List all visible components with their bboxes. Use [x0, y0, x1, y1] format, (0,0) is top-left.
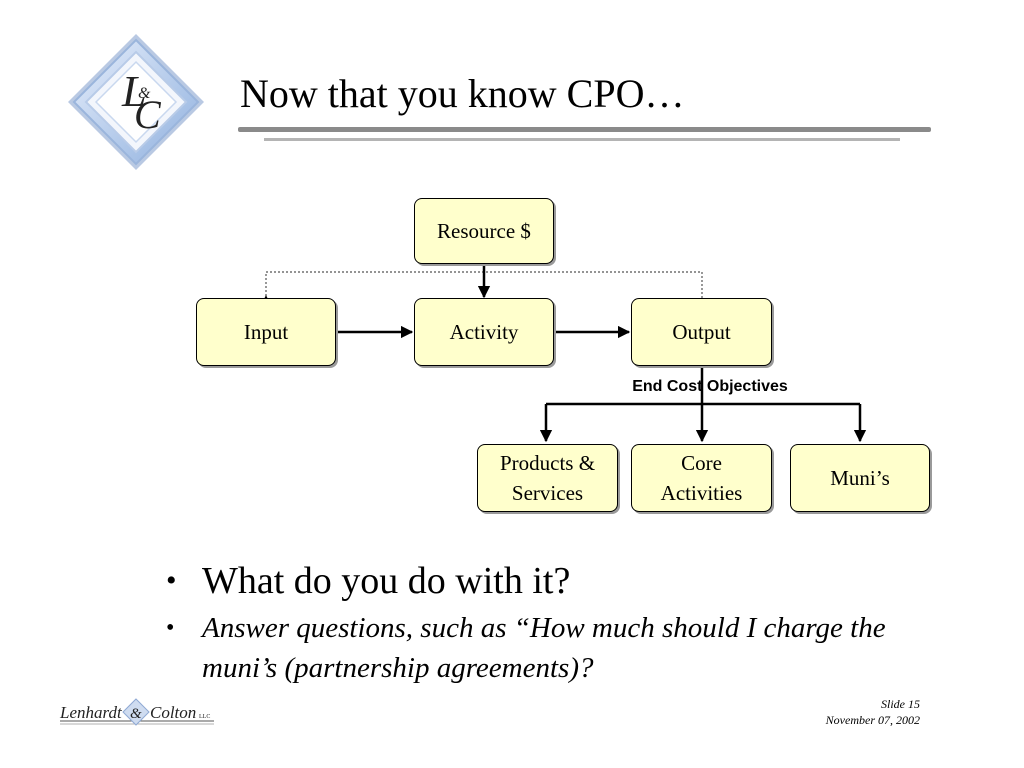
- node-products-line2: Services: [511, 481, 584, 505]
- logo-letter-l: L: [121, 67, 146, 116]
- logo-ampersand: &: [138, 85, 151, 102]
- footer-logo-right: Colton: [150, 703, 196, 722]
- bullet-icon: •: [166, 615, 175, 641]
- node-core-activities: Core Activities: [631, 444, 772, 512]
- title-rule-thin: [264, 138, 900, 141]
- node-activity: Activity: [414, 298, 554, 366]
- node-products-services: Products & Services: [477, 444, 618, 512]
- node-resource: Resource $: [414, 198, 554, 264]
- company-logo: L & C: [68, 34, 204, 170]
- node-munis: Muni’s: [790, 444, 930, 512]
- footer-logo-left: Lenhardt: [59, 703, 123, 722]
- footer-company-logo: Lenhardt & Colton LLC: [59, 698, 214, 726]
- node-core-line2: Activities: [660, 481, 743, 505]
- bullet-item: • What do you do with it?: [166, 558, 926, 604]
- node-output: Output: [631, 298, 772, 366]
- end-cost-objectives-label: End Cost Objectives: [632, 378, 788, 395]
- node-core-line1: Core: [681, 451, 722, 475]
- node-activity-label: Activity: [449, 320, 519, 344]
- slide-title: Now that you know CPO…: [240, 71, 685, 116]
- slide-date: November 07, 2002: [825, 713, 920, 727]
- node-input: Input: [196, 298, 336, 366]
- node-output-label: Output: [672, 320, 731, 344]
- node-munis-label: Muni’s: [830, 466, 890, 490]
- footer-logo-amp: &: [130, 706, 142, 722]
- bullet-list: • What do you do with it? • Answer quest…: [166, 558, 926, 688]
- node-products-line1: Products &: [499, 451, 596, 475]
- bullet-text: Answer questions, such as “How much shou…: [202, 612, 886, 684]
- title-rule-thick: [238, 127, 931, 132]
- footer-logo-suffix: LLC: [199, 714, 210, 720]
- bullet-icon: •: [166, 564, 177, 597]
- node-resource-label: Resource $: [437, 219, 531, 243]
- bullet-item: • Answer questions, such as “How much sh…: [166, 608, 926, 688]
- slide-number: Slide 15: [881, 697, 920, 711]
- node-input-label: Input: [243, 320, 289, 344]
- logo-letter-c: C: [134, 92, 162, 137]
- bullet-text: What do you do with it?: [202, 560, 571, 602]
